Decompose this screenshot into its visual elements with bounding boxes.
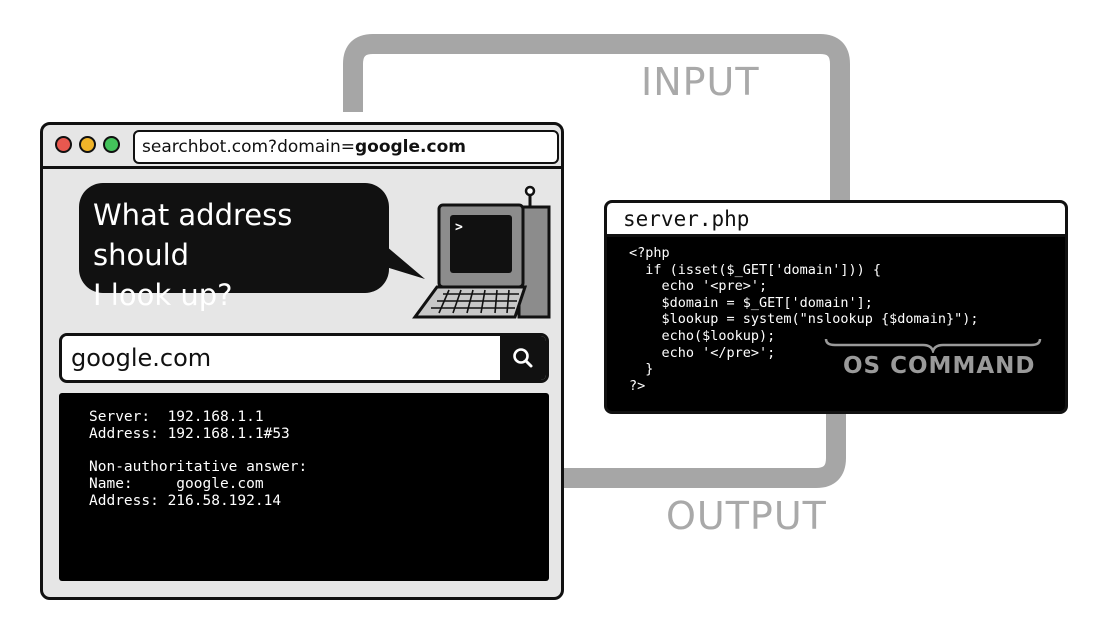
maximize-window-button[interactable]: [103, 136, 120, 153]
url-domain-value: google.com: [354, 137, 466, 157]
input-label: INPUT: [641, 60, 760, 104]
url-query: ?domain=: [268, 137, 355, 157]
computer-illustration: >: [412, 185, 551, 319]
os-command-brace: [824, 338, 1042, 353]
code-line: echo '<pre>';: [629, 278, 768, 295]
result-line: Server: 192.168.1.1: [89, 409, 264, 425]
result-line: Address: 216.58.192.14: [89, 493, 282, 509]
result-line: Name: google.com: [89, 476, 264, 492]
php-code-block: <?php if (isset($_GET['domain'])) { echo…: [629, 245, 979, 394]
minimize-window-button[interactable]: [79, 136, 96, 153]
url-host: searchbot.com: [142, 137, 269, 157]
result-line: Address: 192.168.1.1#53: [89, 426, 290, 442]
server-code-panel: server.php <?php if (isset($_GET['domain…: [604, 200, 1068, 414]
os-command-label: OS COMMAND: [843, 353, 1036, 379]
address-bar[interactable]: searchbot.com?domain=google.com: [133, 130, 559, 164]
code-line: if (isset($_GET['domain'])) {: [629, 261, 881, 278]
close-window-button[interactable]: [55, 136, 72, 153]
browser-toolbar: searchbot.com?domain=google.com: [43, 125, 561, 169]
bubble-line-2: I look up?: [93, 278, 233, 312]
code-line: <?php: [629, 245, 670, 261]
code-line: ?>: [629, 377, 646, 394]
search-button[interactable]: [500, 336, 546, 380]
domain-search-input[interactable]: [62, 336, 504, 380]
code-line: $domain = $_GET['domain'];: [629, 294, 873, 311]
code-line: }: [629, 361, 654, 378]
code-line: $lookup = system("nslookup {$domain}");: [629, 311, 979, 328]
code-line: echo($lookup);: [629, 327, 776, 344]
server-file-title: server.php: [607, 203, 1065, 237]
output-label: OUTPUT: [666, 494, 827, 538]
speech-bubble: What address should I look up?: [79, 183, 389, 312]
browser-window: searchbot.com?domain=google.com What add…: [40, 122, 564, 600]
search-icon: [513, 348, 533, 368]
code-line: echo '</pre>';: [629, 344, 776, 361]
bubble-line-1: What address should: [93, 198, 293, 272]
result-line: Non-authoritative answer:: [89, 459, 308, 475]
terminal-prompt: >: [455, 220, 463, 235]
domain-search-box: [59, 333, 549, 383]
